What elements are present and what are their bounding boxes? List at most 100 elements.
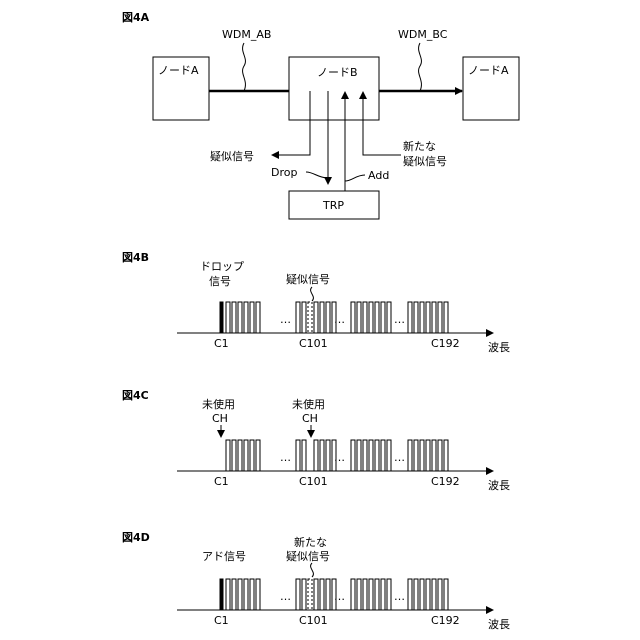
- wavelength-label-4c: 波長: [488, 479, 510, 492]
- channel-ellipsis: …: [394, 590, 405, 603]
- channel-bar: [256, 579, 260, 610]
- spectrum-4c: ………: [226, 440, 448, 471]
- channel-bar: [296, 440, 300, 471]
- channel-c1-label-4b: C1: [214, 337, 229, 350]
- channel-ellipsis: …: [334, 590, 345, 603]
- channel-ellipsis: …: [334, 313, 345, 326]
- channel-bar: [256, 440, 260, 471]
- channel-bar: [238, 579, 242, 610]
- channel-bar: [320, 440, 324, 471]
- add-label: Add: [368, 169, 389, 182]
- drop-label: Drop: [271, 166, 297, 179]
- channel-bar: [302, 302, 306, 333]
- figure-4b: 図4B ……… ドロップ 信号 疑似信号 C1 C101 C192 波長: [122, 250, 510, 354]
- spectrum-4b: ………: [220, 302, 448, 333]
- channel-bar: [414, 579, 418, 610]
- channel-bar: [438, 302, 442, 333]
- channel-bar: [375, 440, 379, 471]
- channel-bar: [314, 579, 318, 610]
- channel-ellipsis: …: [280, 590, 291, 603]
- channel-c192-label-4b: C192: [431, 337, 460, 350]
- channel-bar: [408, 579, 412, 610]
- channel-bar: [387, 579, 391, 610]
- channel-bar: [326, 579, 330, 610]
- wdm-ab-label: WDM_AB: [222, 28, 271, 41]
- channel-bar: [432, 440, 436, 471]
- channel-bar: [426, 302, 430, 333]
- channel-bar: [232, 440, 236, 471]
- channel-bar: [420, 302, 424, 333]
- new-pseudo-signal-4d-leader: [311, 563, 314, 577]
- channel-c1-label-4c: C1: [214, 475, 229, 488]
- add-signal-label: アド信号: [202, 550, 246, 563]
- drop-leader: [306, 172, 328, 178]
- channel-bar: [432, 302, 436, 333]
- new-pseudo-signal-4d-label-2: 疑似信号: [286, 550, 330, 563]
- channel-bar: [387, 440, 391, 471]
- channel-bar: [363, 579, 367, 610]
- figure-4c-label: 図4C: [122, 388, 149, 402]
- trp-label: TRP: [322, 199, 344, 212]
- channel-c192-label-4c: C192: [431, 475, 460, 488]
- channel-bar: [314, 302, 318, 333]
- channel-bar: [438, 440, 442, 471]
- channel-bar: [381, 440, 385, 471]
- channel-bar: [375, 579, 379, 610]
- channel-bar: [226, 579, 230, 610]
- channel-bar: [426, 440, 430, 471]
- channel-bar: [250, 579, 254, 610]
- pseudo-signal-leader-4b: [311, 287, 314, 301]
- pseudo-signal-label-4b: 疑似信号: [286, 273, 330, 286]
- channel-bar: [351, 579, 355, 610]
- channel-bar: [420, 440, 424, 471]
- channel-bar: [414, 302, 418, 333]
- channel-bar: [238, 302, 242, 333]
- channel-bar: [408, 302, 412, 333]
- channel-bar: [250, 440, 254, 471]
- channel-bar: [320, 302, 324, 333]
- channel-bar: [326, 440, 330, 471]
- node-b-label: ノードB: [317, 66, 358, 79]
- channel-bar: [369, 440, 373, 471]
- channel-bar: [408, 440, 412, 471]
- channel-bar: [381, 302, 385, 333]
- channel-bar: [438, 579, 442, 610]
- channel-bar: [320, 579, 324, 610]
- channel-bar: [432, 579, 436, 610]
- channel-bar: [381, 579, 385, 610]
- channel-ellipsis: …: [280, 313, 291, 326]
- channel-c1-label-4d: C1: [214, 614, 229, 627]
- channel-bar: [244, 440, 248, 471]
- channel-ellipsis: …: [334, 451, 345, 464]
- wdm-bc-leader: [419, 43, 422, 91]
- unused-ch-1-label-2: CH: [212, 412, 228, 425]
- channel-bar: [226, 440, 230, 471]
- channel-c101-label-4b: C101: [299, 337, 328, 350]
- wavelength-label-4b: 波長: [488, 341, 510, 354]
- channel-bar: [351, 440, 355, 471]
- channel-bar: [314, 440, 318, 471]
- channel-bar: [363, 440, 367, 471]
- unused-ch-2-label-2: CH: [302, 412, 318, 425]
- node-a-right-label: ノードA: [468, 64, 509, 77]
- channel-bar: [256, 302, 260, 333]
- channel-bar: [250, 302, 254, 333]
- channel-bar: [351, 302, 355, 333]
- channel-bar: [357, 440, 361, 471]
- channel-bar: [444, 440, 448, 471]
- pseudo-signal-out-label: 疑似信号: [210, 150, 254, 163]
- pseudo-signal-channel-bar: [308, 579, 312, 610]
- channel-bar: [302, 579, 306, 610]
- channel-bar: [363, 302, 367, 333]
- figure-4d: 図4D ……… アド信号 新たな 疑似信号 C1 C101 C192 波長: [122, 530, 510, 631]
- channel-bar: [414, 440, 418, 471]
- unused-ch-1-label-1: 未使用: [202, 398, 235, 411]
- figure-4c: 図4C ……… 未使用 CH 未使用 CH C1 C101 C192 波長: [122, 388, 510, 492]
- channel-bar: [426, 579, 430, 610]
- channel-bar: [296, 302, 300, 333]
- unused-ch-2-label-1: 未使用: [292, 398, 325, 411]
- new-pseudo-signal-4d-label-1: 新たな: [294, 535, 327, 549]
- new-pseudo-signal-label-2: 疑似信号: [403, 155, 447, 168]
- wdm-ab-leader: [243, 43, 246, 91]
